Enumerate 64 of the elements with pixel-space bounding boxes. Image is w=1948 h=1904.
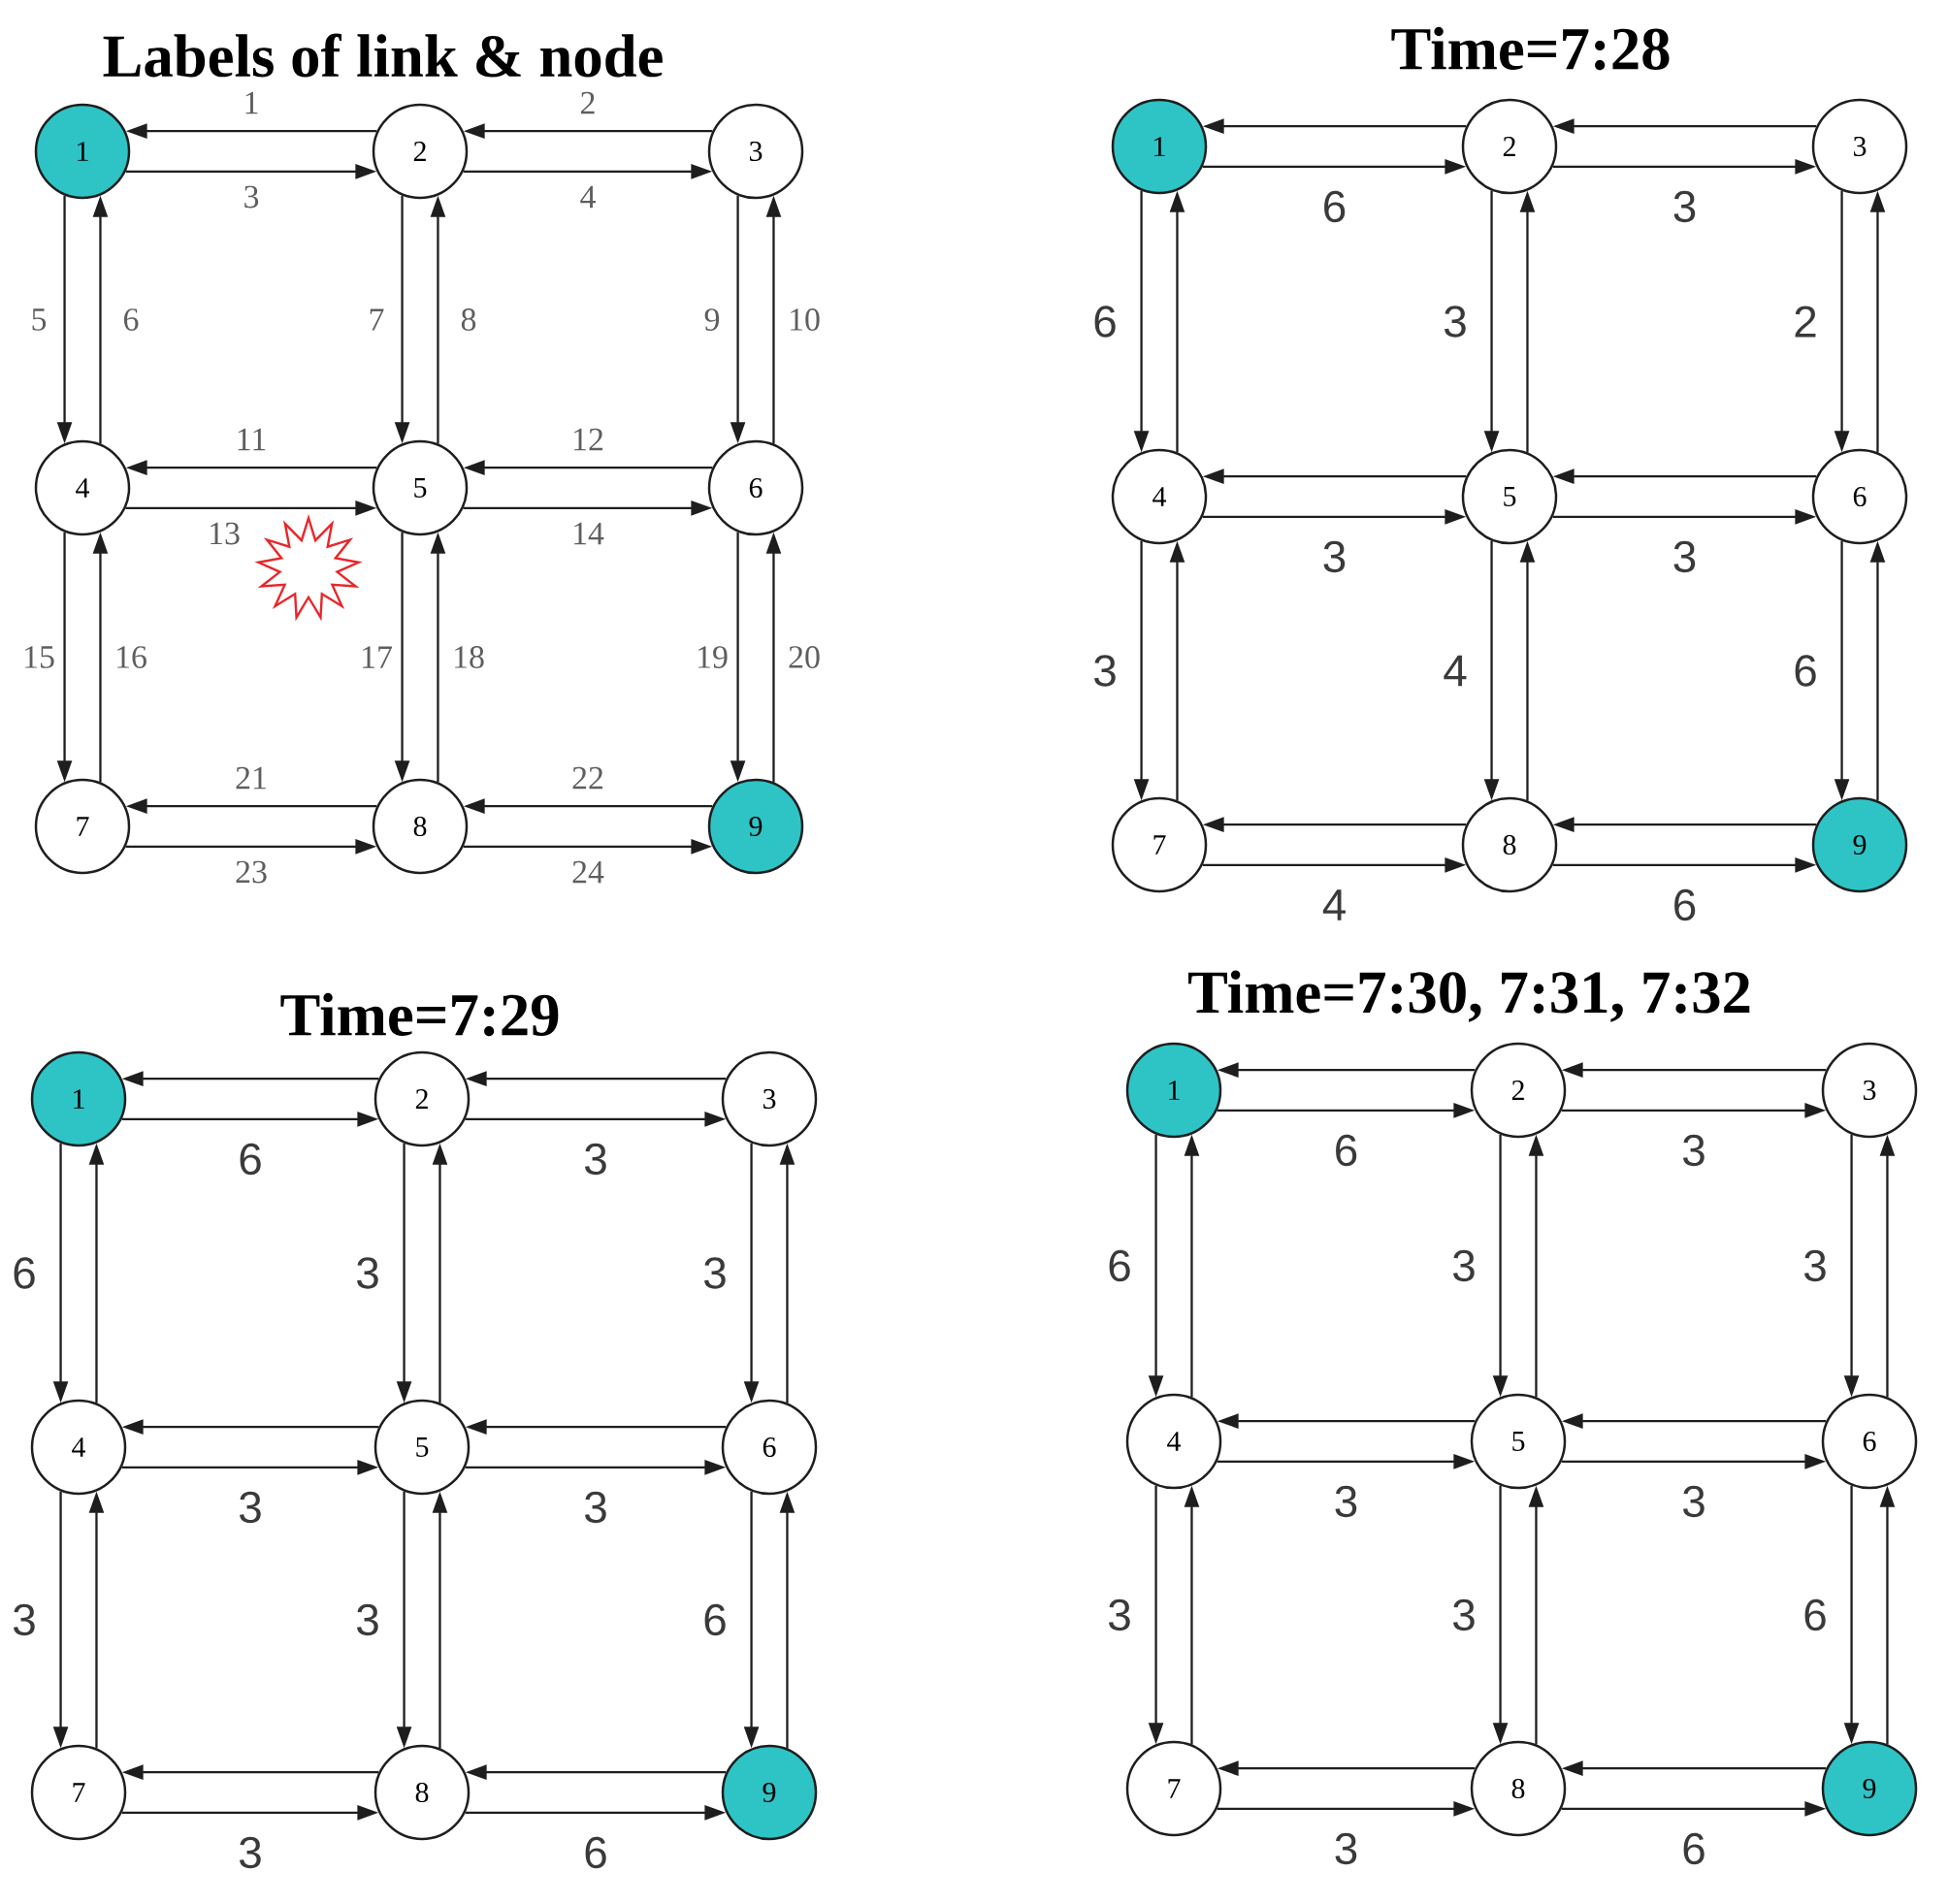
edge-label: 4 (1441, 654, 1470, 688)
edge-label: 3 (1105, 1597, 1134, 1632)
edge-label: 10 (786, 307, 823, 333)
edge-label: 3 (581, 1142, 610, 1177)
edge-label: 8 (459, 307, 478, 333)
edge-label: 17 (358, 644, 395, 670)
edge-label: 13 (206, 521, 243, 546)
edge-label: 23 (233, 859, 270, 885)
edge-label: 3 (581, 1490, 610, 1525)
edge-label: 3 (700, 1255, 730, 1291)
edge-label: 20 (786, 644, 823, 670)
edge-label: 3 (1332, 1831, 1360, 1866)
edge-label: 6 (121, 307, 141, 333)
edge-label: 3 (1671, 539, 1699, 574)
edge-label: 6 (1332, 1133, 1360, 1168)
edge-label: 6 (581, 1835, 610, 1870)
edge-label: 6 (236, 1142, 265, 1177)
edge-label: 4 (578, 184, 598, 210)
edge-label: 12 (569, 427, 606, 452)
panel-title: Time=7:29 (280, 992, 559, 1037)
edge-label: 3 (1449, 1597, 1478, 1632)
edge-label: 3 (1801, 1248, 1830, 1283)
edge-label: 3 (242, 184, 261, 210)
panel-title: Time=7:28 (1391, 26, 1670, 71)
edge-label: 16 (113, 644, 149, 670)
edge-label: 6 (1679, 1831, 1708, 1866)
edge-label: 3 (1441, 304, 1470, 339)
edge-label: 4 (1320, 887, 1348, 922)
edge-label: 3 (353, 1602, 382, 1637)
edge-label: 5 (29, 307, 49, 333)
edge-label: 2 (1791, 305, 1820, 339)
edge-label: 2 (578, 90, 598, 115)
edge-label: 3 (1671, 189, 1699, 224)
edge-label: 24 (569, 859, 606, 885)
edge-label: 6 (700, 1602, 730, 1637)
edge-label: 6 (1791, 653, 1820, 689)
edge-label: 3 (236, 1490, 265, 1525)
edge-label: 6 (1320, 189, 1348, 224)
edge-label: 6 (1090, 304, 1120, 339)
edge-label: 7 (367, 307, 386, 333)
edge-label: 1 (242, 90, 261, 115)
edge-label: 11 (234, 427, 269, 452)
edge-label: 15 (20, 644, 57, 670)
edge-label: 3 (236, 1835, 265, 1870)
edge-label: 3 (10, 1602, 39, 1637)
edge-label: 21 (233, 765, 270, 791)
edge-label: 3 (1320, 539, 1348, 574)
edge-label: 9 (702, 307, 722, 333)
edge-label: 3 (1679, 1484, 1708, 1519)
edge-label: 6 (1105, 1248, 1134, 1283)
edge-label: 3 (1449, 1248, 1478, 1283)
edge-label: 6 (1801, 1597, 1830, 1632)
edge-label: 6 (10, 1255, 39, 1291)
panel-title: Labels of link & node (103, 33, 663, 78)
edge-label: 14 (569, 521, 606, 546)
edge-label: 3 (1679, 1133, 1708, 1168)
edge-label: 19 (694, 644, 730, 670)
panel-title: Time=7:30, 7:31, 7:32 (1188, 970, 1750, 1022)
edge-label: 3 (1332, 1484, 1360, 1519)
edge-label: 3 (1090, 653, 1120, 689)
edge-label: 6 (1671, 887, 1699, 922)
edge-label: 18 (450, 644, 487, 670)
edge-label: 22 (569, 765, 606, 791)
edge-label: 3 (353, 1255, 382, 1291)
